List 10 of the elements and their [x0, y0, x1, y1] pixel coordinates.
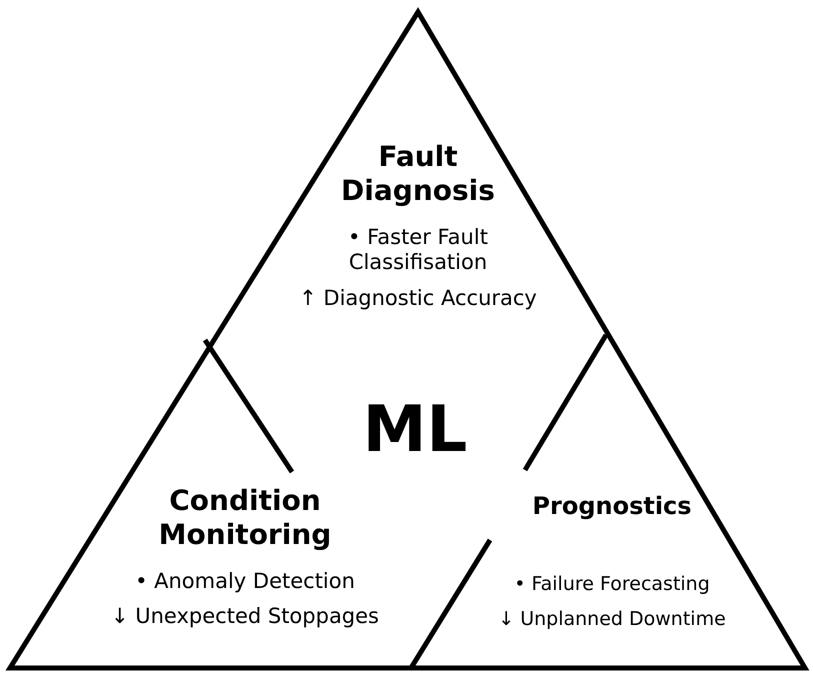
region-point: • Faster Fault Classifisation	[347, 225, 489, 276]
region-heading: Fault Diagnosis	[340, 140, 496, 208]
region-heading: Condition Monitoring	[158, 484, 332, 552]
region-point: ↓ Unplanned Downtime	[497, 608, 727, 630]
region-point: ↑ Diagnostic Accuracy	[298, 286, 538, 311]
region-point: • Anomaly Detection	[134, 569, 356, 594]
region-point: ↓ Unexpected Stoppages	[110, 604, 380, 630]
region-point: • Failure Forecasting	[513, 572, 711, 596]
region-heading: Prognostics	[531, 492, 693, 521]
center-label: ML	[362, 398, 468, 462]
